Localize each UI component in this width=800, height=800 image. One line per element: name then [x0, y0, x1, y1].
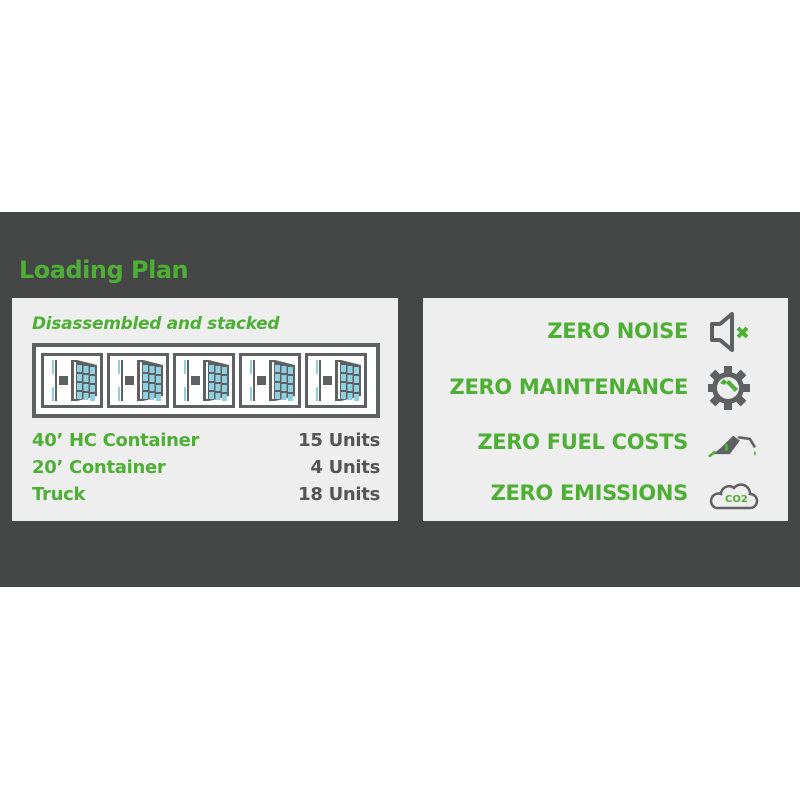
row-label: 40’ HC Container	[32, 430, 200, 451]
co2-cloud-icon: CO2	[709, 483, 759, 510]
row-value: 18 Units	[298, 484, 380, 505]
loading-subtitle: Disassembled and stacked	[32, 314, 280, 334]
loading-row: Truck 18 Units	[32, 484, 380, 505]
stacked-unit-icon	[107, 353, 169, 408]
row-label: 20’ Container	[32, 457, 166, 478]
stacked-unit-icon	[173, 353, 235, 408]
page-title: Loading Plan	[19, 256, 189, 284]
feature-zero-maintenance: ZERO MAINTENANCE	[449, 375, 689, 399]
co2-label: CO2	[725, 494, 748, 505]
stacked-unit-icon	[41, 353, 103, 408]
features-panel: ZERO NOISE ZERO MAINTENANCE ZERO FUEL CO…	[423, 298, 788, 521]
loading-row: 40’ HC Container 15 Units	[32, 430, 380, 451]
stacked-unit-icon	[305, 353, 367, 408]
row-value: 4 Units	[310, 457, 380, 478]
feature-zero-noise: ZERO NOISE	[547, 319, 688, 343]
speaker-muted-icon	[710, 312, 749, 352]
stacked-unit-icon	[239, 353, 301, 408]
container-diagram	[32, 343, 380, 418]
feature-zero-emissions: ZERO EMISSIONS	[490, 481, 689, 505]
loading-plan-panel: Disassembled and stacked 40’ HC Containe…	[12, 298, 398, 521]
loading-row: 20’ Container 4 Units	[32, 457, 380, 478]
feature-zero-fuel-costs: ZERO FUEL COSTS	[477, 430, 688, 454]
row-label: Truck	[32, 484, 86, 505]
gear-wrench-icon	[708, 366, 750, 410]
fuel-nozzle-icon	[708, 435, 757, 458]
row-value: 15 Units	[298, 430, 380, 451]
